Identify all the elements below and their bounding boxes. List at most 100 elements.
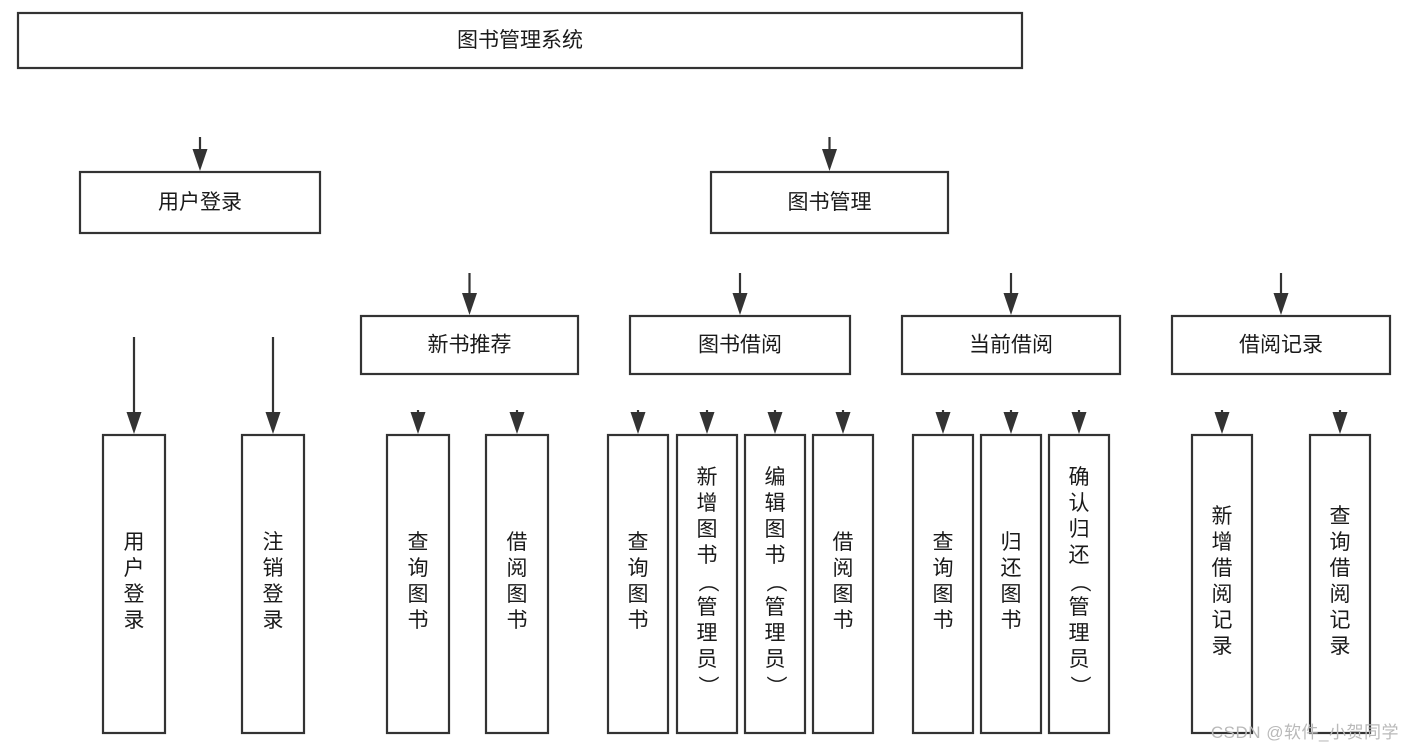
arrow-head	[732, 293, 748, 315]
svg-text:借: 借	[1212, 557, 1233, 580]
svg-text:图: 图	[408, 583, 429, 606]
node-label-leaf-user-login: 用户登录	[124, 531, 145, 632]
node-box-leaf-user-logout	[240, 433, 306, 735]
svg-text:询: 询	[1330, 531, 1351, 554]
arrow-head	[462, 293, 477, 315]
svg-text:登: 登	[263, 583, 284, 606]
svg-text:辑: 辑	[765, 492, 786, 515]
arrow-head	[1332, 412, 1348, 434]
node-current-borrow[interactable]: 当前借阅	[900, 314, 1122, 376]
svg-text:阅: 阅	[507, 557, 528, 580]
svg-text:录: 录	[124, 609, 145, 632]
arrow-head	[935, 412, 951, 434]
svg-text:图: 图	[697, 518, 718, 541]
arrow-head	[126, 412, 142, 434]
svg-text:借: 借	[1330, 557, 1351, 580]
node-box-leaf-add-book	[675, 433, 739, 735]
node-label-borrow-record: 借阅记录	[1239, 334, 1323, 357]
node-user-login[interactable]: 用户登录	[78, 170, 322, 235]
svg-text:查: 查	[628, 531, 649, 554]
svg-text:增: 增	[697, 492, 718, 515]
svg-text:书: 书	[765, 544, 786, 567]
node-box-leaf-query-book-1	[385, 433, 451, 735]
svg-text:书: 书	[933, 609, 954, 632]
svg-text:书: 书	[833, 609, 854, 632]
node-box-book-borrow	[628, 314, 852, 376]
svg-text:户: 户	[124, 557, 145, 580]
svg-text:询: 询	[408, 557, 429, 580]
svg-text:阅: 阅	[1212, 583, 1233, 606]
arrow-head	[767, 412, 783, 434]
node-box-leaf-borrow-book-2	[811, 433, 875, 735]
arrow-head	[1071, 412, 1087, 434]
node-new-book-recommend[interactable]: 新书推荐	[359, 314, 580, 376]
svg-text:管: 管	[1069, 596, 1090, 619]
svg-text:查: 查	[408, 531, 429, 554]
node-box-new-book-recommend	[359, 314, 580, 376]
arrow-head	[1003, 412, 1019, 434]
svg-text:图: 图	[933, 583, 954, 606]
svg-text:理: 理	[765, 622, 786, 645]
arrow-head	[699, 412, 715, 434]
connector-layer	[127, 137, 1348, 434]
svg-text:注: 注	[263, 531, 284, 554]
svg-text:记: 记	[1212, 609, 1233, 632]
node-book-manage[interactable]: 图书管理	[709, 170, 950, 235]
node-box-borrow-record	[1170, 314, 1392, 376]
svg-text:管: 管	[697, 596, 718, 619]
node-label-new-book-recommend: 新书推荐	[428, 334, 512, 357]
arrow-head	[1214, 412, 1230, 434]
svg-text:员: 员	[697, 648, 718, 671]
svg-text:登: 登	[124, 583, 145, 606]
node-borrow-record[interactable]: 借阅记录	[1170, 314, 1392, 376]
node-leaf-user-login[interactable]: 用户登录	[101, 433, 167, 735]
svg-text:理: 理	[1069, 622, 1090, 645]
node-root[interactable]: 图书管理系统	[16, 11, 1024, 70]
svg-text:认: 认	[1069, 492, 1090, 515]
svg-text:借: 借	[507, 531, 528, 554]
arrow-head	[630, 412, 646, 434]
node-label-root: 图书管理系统	[457, 29, 583, 52]
svg-text:图: 图	[507, 583, 528, 606]
svg-text:还: 还	[1001, 557, 1022, 580]
svg-text:理: 理	[697, 622, 718, 645]
svg-text:图: 图	[765, 518, 786, 541]
node-book-borrow[interactable]: 图书借阅	[628, 314, 852, 376]
arrow-head	[1273, 293, 1289, 315]
svg-text:）: ）	[1068, 676, 1091, 697]
node-box-leaf-confirm-return	[1047, 433, 1111, 735]
arrow-head	[265, 412, 281, 434]
svg-text:阅: 阅	[833, 557, 854, 580]
node-box-leaf-user-login	[101, 433, 167, 735]
svg-text:新: 新	[697, 466, 718, 489]
arrow-head	[822, 149, 837, 171]
svg-text:图: 图	[628, 583, 649, 606]
arrow-head	[1003, 293, 1019, 315]
svg-text:（: （	[696, 572, 719, 593]
node-box-leaf-add-record	[1190, 433, 1254, 735]
svg-text:查: 查	[933, 531, 954, 554]
node-box-book-manage	[709, 170, 950, 235]
arrow-head	[509, 412, 525, 434]
svg-text:销: 销	[263, 557, 284, 580]
